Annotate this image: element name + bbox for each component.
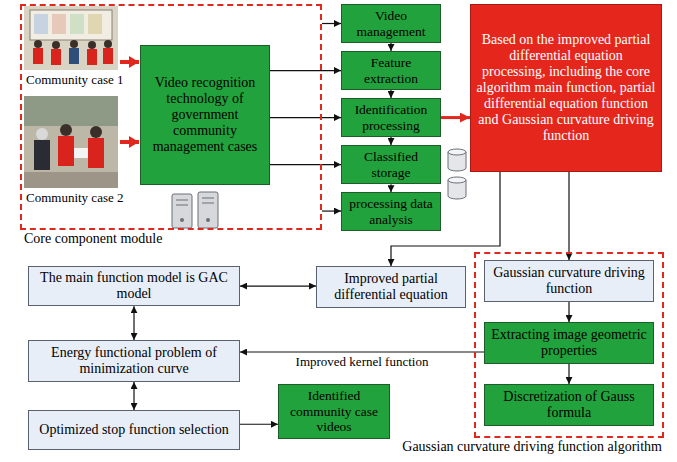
box-text: Identification processing	[347, 102, 435, 133]
connector-arrow	[390, 90, 391, 98]
process-box: Classified storage	[341, 145, 441, 184]
connector-arrow	[270, 164, 341, 165]
connector-arrow	[568, 172, 569, 260]
process-box: Based on the improved partial differenti…	[470, 4, 662, 172]
box-text: Energy functional problem of minimizatio…	[34, 345, 234, 377]
process-box: Video recognition technology of governme…	[140, 45, 270, 185]
box-text: Gaussian curvature driving function	[490, 265, 648, 297]
region-heading: Gaussian curvature driving function algo…	[402, 439, 662, 455]
box-text: Extracting image geometric properties	[490, 327, 648, 359]
connector-arrow	[270, 117, 341, 118]
connector-arrow	[240, 285, 316, 286]
process-box: Identification processing	[341, 98, 441, 137]
server-icon	[172, 192, 218, 228]
connector-arrow	[133, 382, 134, 410]
community-photo	[24, 96, 118, 188]
connector-arrow	[240, 424, 278, 425]
box-text: Video management	[347, 8, 435, 39]
process-box: Energy functional problem of minimizatio…	[28, 340, 240, 382]
box-text: Classified storage	[347, 149, 435, 180]
box-text: Optimized stop function selection	[39, 422, 228, 438]
connector-arrow	[390, 43, 391, 51]
connector-arrow	[322, 23, 341, 24]
input-arrow	[120, 60, 139, 64]
community-photo	[24, 6, 118, 70]
photo-caption: Community case 2	[26, 191, 124, 206]
region-heading: Core component module	[24, 231, 162, 247]
connector-arrow	[390, 137, 391, 145]
process-box: Feature extraction	[341, 51, 441, 90]
box-text: processing data analysis	[347, 196, 435, 227]
photo-caption: Community case 1	[26, 73, 124, 88]
connector-arrow	[390, 184, 391, 192]
connector-arrow	[441, 116, 470, 119]
process-box: processing data analysis	[341, 192, 441, 231]
dashed-region: Gaussian curvature driving function algo…	[474, 252, 664, 438]
database-icon	[448, 149, 466, 199]
connector-arrow	[133, 306, 134, 340]
box-text: Based on the improved partial differenti…	[476, 32, 656, 145]
process-box: Improved partial differential equation	[316, 266, 466, 308]
process-box: Video management	[341, 4, 441, 43]
connector-arrow	[568, 302, 569, 322]
box-text: Improved partial differential equation	[322, 271, 460, 303]
box-text: Video recognition technology of governme…	[146, 75, 264, 155]
box-text: Identified community case videos	[284, 388, 384, 435]
box-text: Feature extraction	[347, 55, 435, 86]
edge-label: Improved kernel function	[294, 355, 431, 370]
input-arrow	[120, 140, 139, 144]
process-box: Optimized stop function selection	[28, 410, 240, 450]
process-box: The main function model is GAC model	[28, 266, 240, 306]
process-box: Extracting image geometric properties	[484, 322, 654, 364]
process-box: Discretization of Gauss formula	[484, 384, 654, 426]
box-text: The main function model is GAC model	[34, 270, 234, 302]
process-box: Identified community case videos	[278, 384, 390, 439]
connector-arrow	[568, 364, 569, 384]
connector-arrow	[322, 210, 341, 211]
process-box: Gaussian curvature driving function	[484, 260, 654, 302]
connector-arrow	[240, 351, 484, 352]
box-text: Discretization of Gauss formula	[490, 389, 648, 421]
connector-arrow	[270, 70, 341, 71]
